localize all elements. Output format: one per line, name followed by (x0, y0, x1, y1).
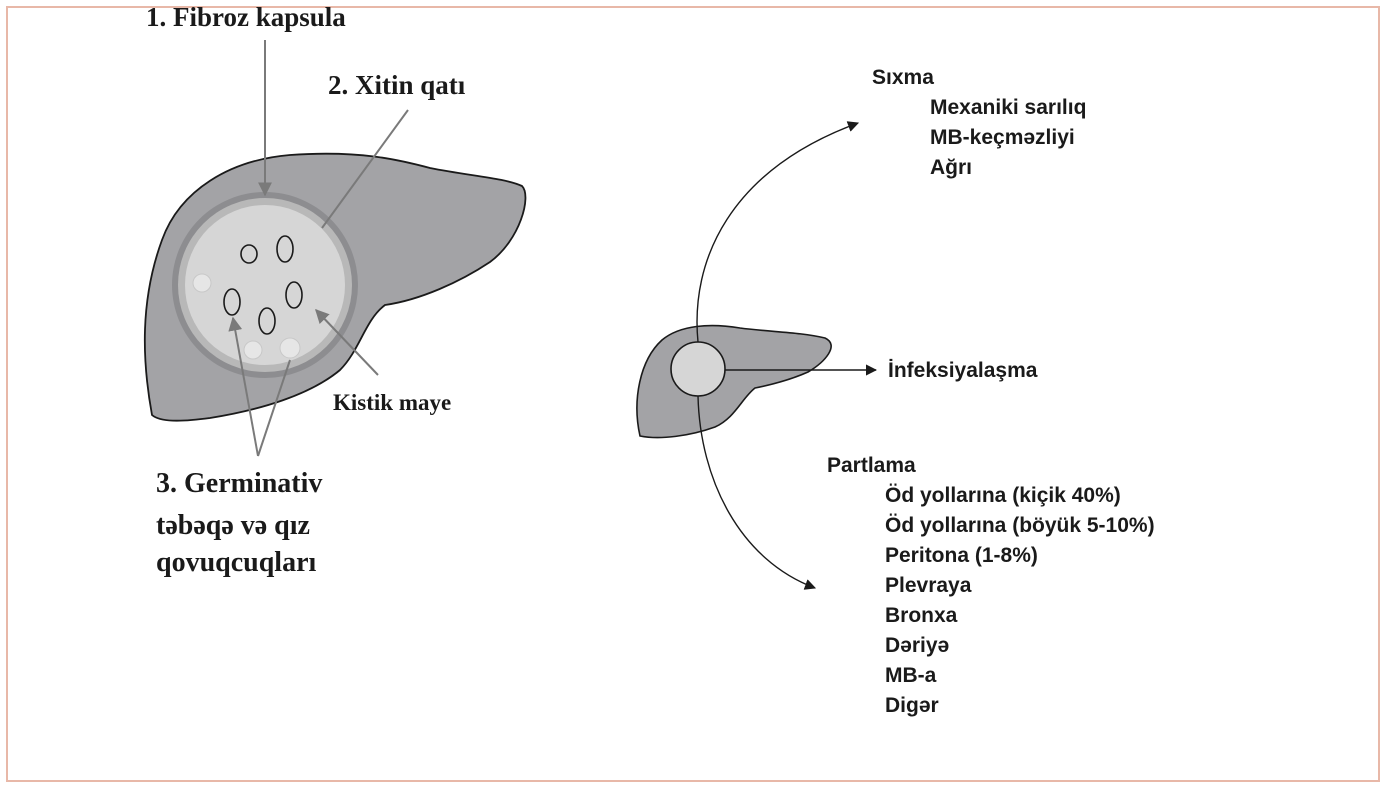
arrow-sixma (697, 123, 858, 342)
label-fibroz-kapsula: 1. Fibroz kapsula (146, 2, 346, 33)
partlama-item: Öd yollarına (kiçik 40%) (827, 481, 1155, 511)
partlama-block: Partlama Öd yollarına (kiçik 40%) Öd yol… (827, 451, 1155, 721)
partlama-item: Plevraya (827, 571, 1155, 601)
label-kistik-maye: Kistik maye (333, 390, 451, 416)
liver-small (637, 326, 831, 438)
sixma-item: MB-keçməzliyi (872, 123, 1086, 153)
label-germinativ-line3: qovuqcuqları (156, 545, 316, 581)
partlama-item: Digər (827, 691, 1155, 721)
partlama-title: Partlama (827, 451, 1155, 481)
partlama-item: Bronxa (827, 601, 1155, 631)
sixma-item: Ağrı (872, 153, 1086, 183)
sixma-title: Sıxma (872, 63, 1086, 93)
partlama-item: Dəriyə (827, 631, 1155, 661)
cyst-small (671, 342, 725, 396)
partlama-item: MB-a (827, 661, 1155, 691)
sixma-item: Mexaniki sarılıq (872, 93, 1086, 123)
label-germinativ-line2: təbəqə və qız (156, 508, 310, 544)
label-germinativ-line1: 3. Germinativ (156, 466, 322, 502)
partlama-item: Peritona (1-8%) (827, 541, 1155, 571)
label-xitin-qati: 2. Xitin qatı (328, 70, 465, 101)
partlama-item: Öd yollarına (böyük 5-10%) (827, 511, 1155, 541)
label-infeksiyalasma: İnfeksiyalaşma (888, 356, 1037, 386)
sixma-block: Sıxma Mexaniki sarılıq MB-keçməzliyi Ağr… (872, 63, 1086, 183)
